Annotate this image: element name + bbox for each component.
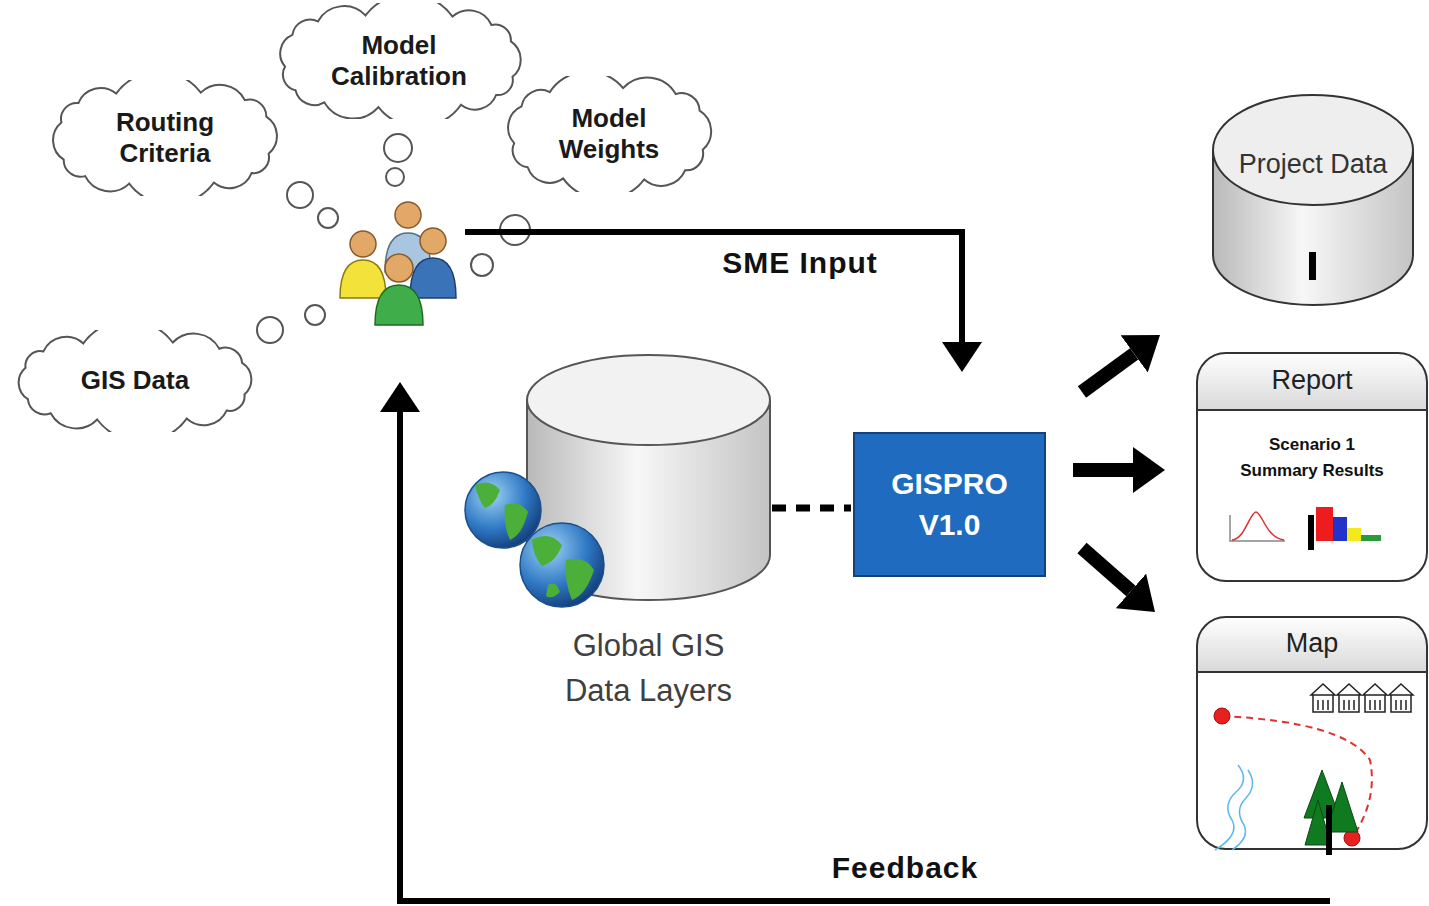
output-arrow <box>1082 354 1134 392</box>
map-panel <box>1196 616 1428 850</box>
globe-icon <box>465 472 604 607</box>
database-cylinder <box>1213 95 1413 305</box>
sme-input-arrow <box>465 232 962 342</box>
cloud-text: GIS Data <box>81 365 189 396</box>
dashed-link <box>772 505 851 512</box>
text-holder: Global GIS Data Layers <box>529 623 769 713</box>
cloud-text: Routing Criteria <box>95 107 235 169</box>
cloud-text: Model Weights <box>539 103 679 165</box>
panel-text: Map <box>1286 629 1339 659</box>
people-icon <box>340 202 456 325</box>
river <box>1215 765 1253 850</box>
panel-header: Map <box>1196 616 1428 672</box>
village-icon <box>1311 684 1413 712</box>
panel-text: Scenario 1 Summary Results <box>1237 432 1387 483</box>
report-node: ReportScenario 1 Summary Results <box>1196 352 1428 582</box>
map-illustration <box>1214 684 1413 855</box>
output-arrow <box>1082 548 1131 591</box>
cloud-shape <box>508 76 711 192</box>
database-node: Global GIS Data Layers <box>527 355 770 600</box>
panel-header: Report <box>1196 352 1428 410</box>
database-caption: Global GIS Data Layers <box>549 623 749 713</box>
text-holder: Project Data <box>1213 150 1413 180</box>
text-holder: Routing Criteria <box>48 80 282 196</box>
panel-text: Report <box>1271 366 1352 396</box>
cloud-text: Model Calibration <box>314 30 484 92</box>
thought-cloud: GIS Data <box>12 330 258 432</box>
cloud-shape <box>280 3 520 119</box>
route-line <box>1222 716 1372 838</box>
report-charts <box>1230 507 1381 550</box>
thought-cloud: Model Calibration <box>273 3 526 119</box>
process-box: GISPRO V1.0 <box>853 432 1046 577</box>
text-holder: GIS Data <box>12 330 258 432</box>
thought-cloud: Model Weights <box>502 76 716 192</box>
process-label: GISPRO V1.0 <box>882 464 1017 545</box>
thought-cloud: Routing Criteria <box>48 80 282 196</box>
text-holder: Scenario 1 Summary Results <box>1196 432 1428 483</box>
text-holder: GISPRO V1.0 <box>882 464 1017 545</box>
database-label: Project Data <box>1239 150 1388 180</box>
text-holder: Model Calibration <box>273 3 526 119</box>
text-holder: Model Weights <box>502 76 716 192</box>
thought-bubbles <box>257 134 530 343</box>
map-node: Map <box>1196 616 1428 850</box>
flow-label: SME Input <box>716 246 884 280</box>
report-panel <box>1196 352 1428 582</box>
flow-label: Feedback <box>826 851 984 885</box>
cloud-shape <box>19 330 252 432</box>
tree-icons <box>1304 770 1358 855</box>
database-node: Project Data <box>1213 95 1413 305</box>
cloud-shape <box>53 80 277 196</box>
output-arrow <box>1073 463 1133 477</box>
